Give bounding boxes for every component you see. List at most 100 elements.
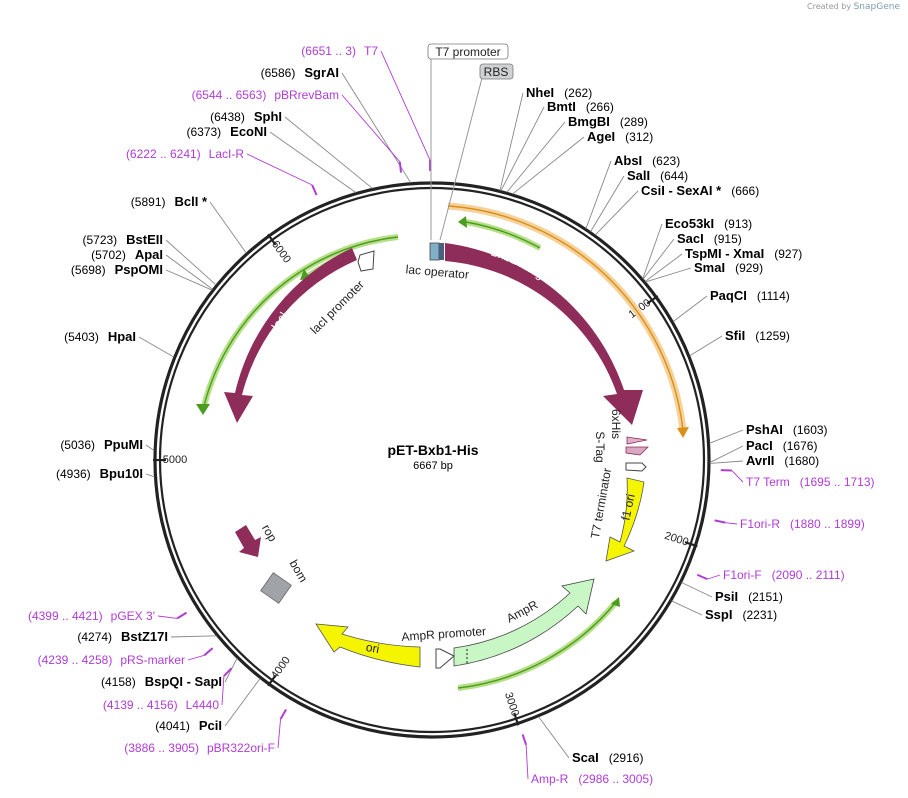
snapgene-credit: Created by SnapGene — [807, 2, 900, 12]
ampr-green-arc-core — [457, 601, 617, 689]
plasmid-size: 6667 bp — [413, 460, 453, 472]
bmti-leader — [500, 106, 545, 191]
sphi-label: (6438)SphI — [210, 109, 282, 124]
pshai-leader — [709, 429, 744, 444]
tick-3000 — [513, 712, 520, 726]
nhei-label: NheI(262) — [526, 85, 592, 100]
pbr322ori-f-primer-leader — [277, 718, 282, 749]
lac-operator-box — [429, 242, 440, 261]
laci-outer-arrowhead — [196, 404, 210, 415]
tick-2000 — [684, 541, 698, 548]
bxb1-green-arrowhead — [458, 216, 467, 228]
smai-leader — [645, 267, 692, 283]
ori-arrow[interactable] — [315, 623, 421, 668]
bspqi-label: (4158)BspQI - SapI — [101, 674, 222, 689]
plasmid-name: pET-Bxb1-His — [387, 442, 478, 458]
rbs-label-box — [479, 63, 514, 80]
ppumi-leader — [145, 444, 155, 452]
leader-lines — [138, 50, 744, 780]
pspomi-leader — [165, 269, 213, 291]
6xhis-label: 6xHis — [609, 409, 623, 439]
l4440-label: (4139 .. 4156)L4440 — [103, 698, 219, 712]
sali-label: SalI(644) — [627, 168, 688, 183]
agei-label: AgeI(312) — [587, 129, 653, 144]
f1-ori-label: f1 ori — [618, 493, 637, 522]
avrii-label: AvrII(1680) — [746, 453, 819, 468]
t7-term-label: T7 Term(1695 .. 1713) — [746, 475, 875, 489]
rop-arrow[interactable] — [235, 525, 261, 557]
pspomi-label: (5698)PspOMI — [71, 262, 163, 277]
saci-leader — [642, 238, 675, 280]
tick-label-4000: 4000 — [269, 654, 293, 681]
bmgbi-label: BmgBI(289) — [568, 114, 648, 129]
ori-label: ori — [365, 640, 381, 656]
6xhis-mark — [626, 436, 648, 445]
t7-term-primer-leader — [731, 470, 744, 483]
bcli-leader — [209, 201, 247, 254]
scai-label: ScaI(2916) — [572, 750, 643, 765]
ampr-arrow[interactable] — [453, 578, 595, 667]
rbs-leader — [439, 77, 483, 241]
hpai-label: (5403)HpaI — [64, 329, 136, 344]
t7-promoter-label-box — [427, 43, 509, 60]
laci-outer-arc-core — [202, 236, 399, 411]
his-box — [439, 243, 444, 260]
bxb1-orange-arc — [447, 202, 687, 431]
sali-leader — [590, 175, 625, 232]
tick-label-6000: 6000 — [269, 239, 293, 266]
credit-prefix: Created by — [807, 2, 852, 11]
nhei-leader — [499, 92, 524, 191]
sspi-leader — [671, 600, 703, 616]
saci-label: SacI(915) — [677, 231, 742, 246]
tick-label-5000: 5000 — [163, 454, 187, 466]
s-tag-label: S-Tag — [593, 431, 607, 462]
laci-promoter-arrow[interactable] — [357, 250, 375, 272]
pbrrevbam-label: (6544 .. 6563)pBRrevBam — [192, 88, 339, 102]
scai-leader — [538, 716, 570, 759]
prs-marker-label: (4239 .. 4258)pRS-marker — [38, 653, 185, 667]
csii-label: CsiI - SexAI *(666) — [641, 183, 759, 198]
bstz17i-label: (4274)BstZ17I — [77, 629, 168, 644]
bxb1-integrase-arrow[interactable] — [445, 243, 643, 425]
f1ori-f-primer-leader — [707, 574, 721, 580]
t7-label: (6651 .. 3)T7 — [301, 44, 378, 58]
tspmi-leader — [644, 253, 683, 282]
primer-marks — [176, 159, 732, 746]
site-labels: NheI(262)BmtI(266)BmgBI(289)AgeI(312)Abs… — [28, 44, 875, 786]
prs-marker-primer-leader — [187, 654, 205, 661]
laci-r-primer-leader — [246, 153, 313, 186]
laci-arrow[interactable] — [224, 248, 357, 423]
bmgbi-leader — [506, 121, 566, 193]
pbr322ori-f-primer-mark — [279, 708, 287, 720]
avrii-leader — [709, 460, 744, 464]
f1ori-f-label: F1ori-F(2090 .. 2111) — [723, 568, 845, 582]
lac-operator-label: lac operator — [405, 262, 469, 281]
pshai-label: PshAI(1603) — [746, 422, 828, 437]
smai-label: SmaI(929) — [694, 260, 763, 275]
bsteii-leader — [165, 239, 217, 286]
bxb1-orange-arrowhead — [677, 427, 689, 438]
bpu10i-label: (4936)Bpu10I — [56, 466, 143, 481]
pcii-label: (4041)PciI — [155, 718, 222, 733]
s-tag-mark — [625, 446, 649, 456]
pbrrevbam-primer-leader — [341, 94, 401, 163]
snapgene-logo: SnapGene — [853, 2, 900, 12]
paci-label: PacI(1676) — [746, 438, 817, 453]
agei-leader — [512, 136, 585, 195]
t7-terminator-label: T7 terminator — [588, 467, 614, 540]
tspmi-label: TspMI - XmaI(927) — [685, 246, 802, 261]
t7-primer-leader — [380, 50, 431, 161]
ampr-promoter-arrow[interactable] — [435, 648, 455, 669]
laci-r-primer-mark — [311, 184, 318, 196]
tick-label-2000: 2000 — [663, 530, 690, 549]
psii-leader — [681, 582, 713, 598]
pgex3-primer-mark — [176, 611, 188, 620]
sfii-label: SfiI(1259) — [725, 328, 790, 343]
absi-label: AbsI(623) — [614, 153, 680, 168]
sfii-leader — [689, 335, 723, 357]
amp-r-primer-leader — [525, 744, 529, 780]
tick-1000 — [646, 295, 659, 305]
sspi-label: SspI(2231) — [705, 607, 777, 622]
bxb1-orange-arc-core — [447, 205, 684, 431]
f1-ori-arrow[interactable] — [605, 477, 645, 562]
